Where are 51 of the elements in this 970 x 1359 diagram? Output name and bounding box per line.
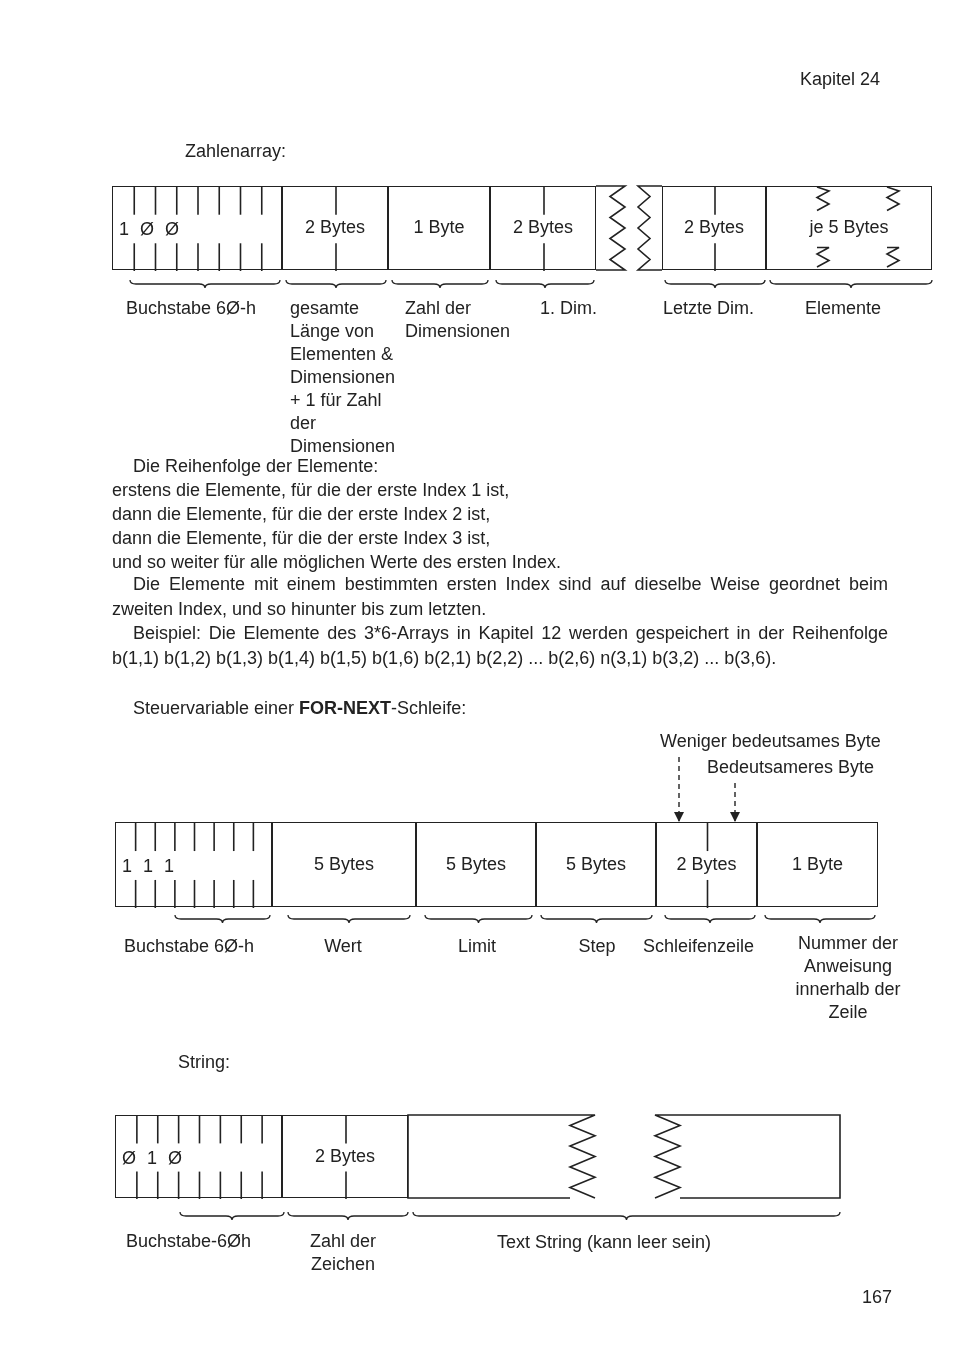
- text-label: Steuervariable einer FOR-NEXT-Schleife:: [133, 697, 468, 720]
- byte-field: [662, 186, 766, 270]
- field-label: 2 Bytes: [682, 217, 746, 237]
- field-label: 2 Bytes: [303, 217, 367, 237]
- text-label: Text String (kann leer sein): [497, 1231, 713, 1254]
- field-caption: Letzte Dim.: [663, 297, 756, 320]
- field-caption: Buchstabe-6Øh: [126, 1230, 253, 1253]
- byte-field: [656, 822, 757, 907]
- text-label: dann die Elemente, für die der erste Index 3 ist,: [112, 527, 492, 550]
- annotation-text: Weniger bedeutsames Byte: [660, 731, 881, 751]
- field-label: 2 Bytes: [511, 217, 575, 237]
- bit-field: [115, 822, 272, 907]
- field-caption: gesamte Länge von Elementen & Dimensionen + 1 für Zahl der Dimensionen: [290, 297, 397, 458]
- text-label: und so weiter für alle möglichen Werte des ersten Index.: [112, 551, 562, 574]
- byte-field: [757, 822, 878, 907]
- field-caption: Elemente: [805, 297, 883, 320]
- text-label: String:: [178, 1051, 232, 1074]
- field-caption: Limit: [457, 935, 497, 958]
- field-label: 1 Byte: [411, 217, 467, 237]
- text-label: Zahlenarray:: [185, 140, 288, 163]
- field-caption: Step: [577, 935, 617, 958]
- field-caption: Schleifenzeile: [643, 935, 756, 958]
- field-caption: Zahl der Dimensionen: [405, 297, 512, 343]
- byte-field: [490, 186, 596, 270]
- byte-field: [282, 186, 388, 270]
- annotation-text: Bedeutsameres Byte: [707, 757, 875, 777]
- paragraph: Die Elemente mit einem bestimmten ersten Index sind auf dieselbe Weise geordnet beim zweiten Index, und so hinunter bis zum letzten.: [112, 573, 888, 621]
- leader-arrow: [674, 756, 684, 822]
- field-label: je 5 Bytes: [807, 217, 891, 237]
- chapter-header: Kapitel 24: [800, 68, 882, 91]
- field-caption: 1. Dim.: [540, 297, 598, 320]
- field-caption: Buchstabe 6Ø-h: [126, 297, 258, 320]
- field-caption: Zahl der Zeichen: [308, 1230, 377, 1276]
- text-label: dann die Elemente, für die der erste Index 2 ist,: [112, 503, 492, 526]
- text-label: erstens die Elemente, für die der erste Index 1 ist,: [112, 479, 511, 502]
- leader-arrow: [730, 782, 740, 822]
- byte-field: [388, 186, 490, 270]
- field-caption: Wert: [323, 935, 363, 958]
- byte-field: [416, 822, 536, 907]
- byte-field: [282, 1115, 408, 1198]
- byte-field: [766, 186, 932, 270]
- bit-field: [112, 186, 282, 270]
- bit-values: 1 Ø Ø: [119, 219, 182, 239]
- paragraph: Beispiel: Die Elemente des 3*6-Arrays in Kapitel 12 werden gespeichert in der Reihenfolge b(1,1) b(1,2) b(1,3) b(1,4) b(1,5) b(1,6) b(2,1) b(2,2) ... b(2,6) n(3,1) b(3,2) ... b(3,6).: [112, 622, 888, 670]
- field-caption: Nummer der Anweisung innerhalb der Zeile: [794, 932, 902, 1024]
- byte-field: [272, 822, 416, 907]
- field-caption: Buchstabe 6Ø-h: [124, 935, 256, 958]
- byte-field: [536, 822, 656, 907]
- page-number: 167: [862, 1286, 894, 1309]
- bit-field: [115, 1115, 282, 1198]
- text-label: Die Reihenfolge der Elemente:: [133, 455, 380, 478]
